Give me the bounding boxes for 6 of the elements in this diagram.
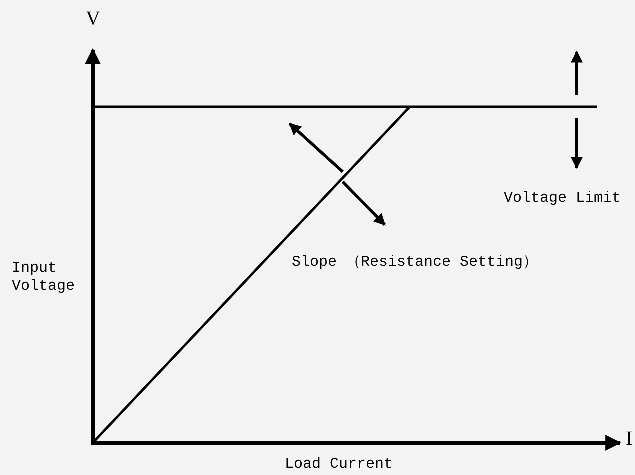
- axis-label: V: [86, 10, 100, 28]
- annotation-text: Voltage Limit: [504, 190, 622, 208]
- annotation-text: Slope （Resistance Setting）: [292, 254, 538, 272]
- axis-label: I: [626, 430, 633, 448]
- axis-label: Load Current: [285, 456, 394, 474]
- axis-label: Input Voltage: [12, 260, 76, 296]
